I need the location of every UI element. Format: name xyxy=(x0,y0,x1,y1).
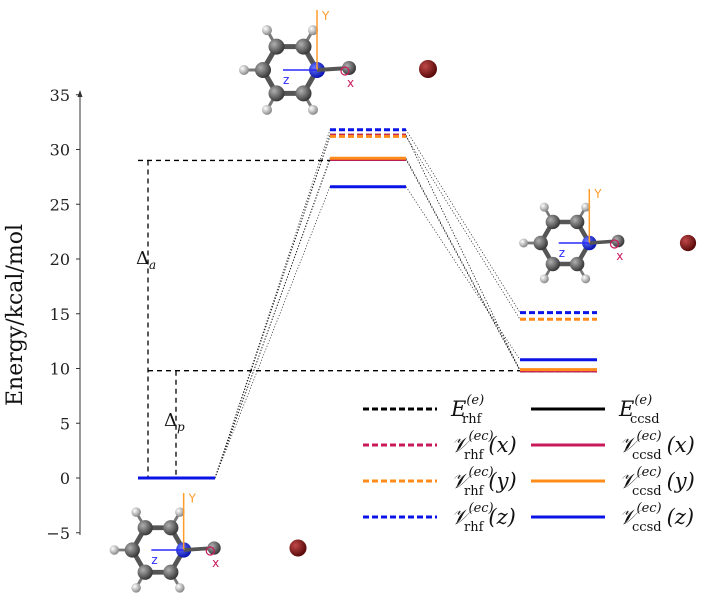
legend-label: 𝒱(ec)ccsd(x) xyxy=(619,429,695,463)
connector-line xyxy=(214,158,331,479)
hydrogen-atom xyxy=(581,274,591,284)
legend-label: 𝒱(ec)rhf(y) xyxy=(451,465,517,499)
pyridinium-molecule: Yz x xyxy=(519,187,697,284)
energy-levels xyxy=(138,128,597,480)
bromine-atom xyxy=(679,234,697,252)
carbon-atom xyxy=(342,61,356,75)
y-tick-label: 20 xyxy=(50,250,70,269)
connector-line xyxy=(214,129,331,479)
y-tick-label: 35 xyxy=(50,86,70,105)
connector-line xyxy=(405,186,521,360)
y-tick-label: 5 xyxy=(60,414,70,433)
hydrogen-atom xyxy=(131,507,141,517)
hydrogen-atom xyxy=(109,545,120,555)
hydrogen-atom xyxy=(262,25,272,36)
connector-line xyxy=(405,135,521,371)
hydrogen-atom xyxy=(519,238,529,248)
hydrogen-atom xyxy=(539,274,549,284)
carbon-atom xyxy=(124,542,140,558)
y-ticks: −5 0 5 10 15 20 25 30 35 xyxy=(46,86,80,543)
connector-line xyxy=(214,186,331,479)
hydrogen-atom xyxy=(262,104,272,115)
hydrogen-atom xyxy=(539,202,549,212)
hydrogen-atom xyxy=(308,25,318,36)
legend-label: 𝒱(ec)rhf(z) xyxy=(451,501,516,535)
carbon-atom xyxy=(207,541,221,555)
carbon-atom xyxy=(533,235,548,251)
hydrogen-atom xyxy=(239,65,249,75)
hydrogen-atom xyxy=(175,583,185,593)
pyridinium-molecule: Yz x xyxy=(239,9,437,115)
y-axis-arrow xyxy=(77,90,83,97)
x-axis-marker xyxy=(609,239,620,249)
y-tick-label: 25 xyxy=(50,195,70,214)
hydrogen-atom xyxy=(308,104,318,115)
carbon-atom xyxy=(545,256,561,272)
legend-label: 𝒱(ec)ccsd(z) xyxy=(619,501,694,535)
carbon-atom xyxy=(569,214,585,230)
y-tick-label: 30 xyxy=(50,141,70,160)
carbon-atom xyxy=(569,256,585,272)
axis-label-z: z xyxy=(559,246,565,260)
connector-line xyxy=(405,158,521,370)
pyridinium-molecule: Yz x xyxy=(109,492,307,593)
delta-a-label: Δa xyxy=(136,248,156,272)
y-axis-label: Energy/kcal/mol xyxy=(3,224,28,406)
axis-label-y: Y xyxy=(593,187,602,201)
y-tick-label: 10 xyxy=(50,360,70,379)
guide-lines xyxy=(138,159,520,478)
hydrogen-atom xyxy=(175,507,185,517)
y-tick-label: 15 xyxy=(50,305,70,324)
carbon-atom xyxy=(295,85,312,102)
x-axis-marker xyxy=(205,546,215,556)
x-axis-marker xyxy=(340,66,350,76)
hydrogen-atom xyxy=(581,202,591,212)
axis-label-y: Y xyxy=(188,492,197,506)
axis-label-x: x xyxy=(212,556,219,570)
bromine-atom xyxy=(289,539,307,557)
legend-label: E(e)rhf xyxy=(450,393,484,427)
axis-label-z: z xyxy=(283,73,289,87)
y-tick-label: −5 xyxy=(46,524,70,543)
carbon-atom xyxy=(295,38,312,55)
y-tick-label: 0 xyxy=(60,469,70,488)
connector-line xyxy=(405,159,521,371)
axis-label-x: x xyxy=(616,249,623,263)
connector-lines xyxy=(214,129,521,479)
connector-line xyxy=(405,129,521,313)
carbon-atom xyxy=(611,234,625,248)
axis-label-z: z xyxy=(151,553,157,567)
carbon-atom xyxy=(137,520,153,536)
carbon-atom xyxy=(163,520,179,536)
carbon-atom xyxy=(545,214,561,230)
legend-label: 𝒱(ec)ccsd(y) xyxy=(619,465,695,499)
carbon-atom xyxy=(163,564,179,580)
axis-label-y: Y xyxy=(321,9,330,23)
carbon-atom xyxy=(255,62,271,78)
connector-line xyxy=(405,136,521,320)
hydrogen-atom xyxy=(131,583,141,593)
legend-label: E(e)ccsd xyxy=(618,393,660,427)
delta-p-label: Δp xyxy=(164,410,185,434)
carbon-atom xyxy=(137,564,153,580)
legend-label: 𝒱(ec)rhf(x) xyxy=(451,429,517,463)
bromine-atom xyxy=(419,60,437,78)
carbon-atom xyxy=(268,85,285,102)
carbon-atom xyxy=(268,38,285,55)
connector-line xyxy=(214,159,331,479)
axis-label-x: x xyxy=(347,76,354,90)
